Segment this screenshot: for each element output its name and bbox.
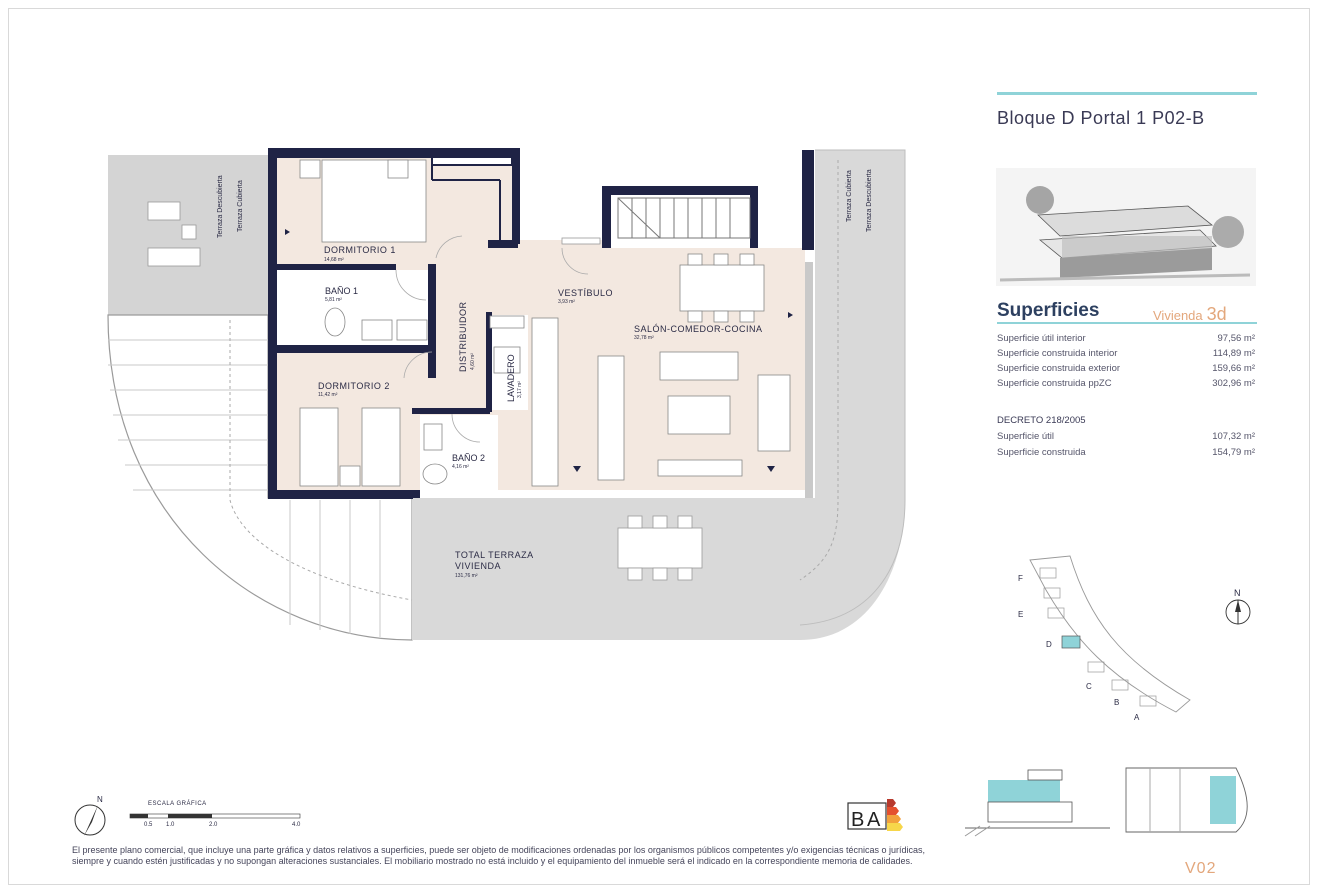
room-lavadero: LAVADERO <box>506 354 516 402</box>
page-frame <box>8 8 1310 885</box>
room-vestibulo: VESTÍBULO <box>558 288 613 298</box>
header-accent-line <box>997 92 1257 95</box>
site-key-plan <box>1029 555 1191 713</box>
surface-value: 97,56 m² <box>1217 333 1256 344</box>
key-block-b: B <box>1114 698 1119 707</box>
label-terraza-cubierta-right: Terraza Cubierta <box>846 170 853 222</box>
north-compass-right-icon <box>1225 599 1251 625</box>
surface-label: Superficie construida exterior <box>997 363 1121 374</box>
key-block-c: C <box>1086 682 1092 691</box>
decreto-value: 154,79 m² <box>1212 447 1255 458</box>
door-swings <box>395 235 589 443</box>
key-block-d: D <box>1046 640 1052 649</box>
scale-tick-3: 4.0 <box>292 822 301 828</box>
decreto-row: Superficie construida 154,79 m² <box>997 447 1255 458</box>
room-salon-area: 32,78 m² <box>634 335 654 341</box>
surface-row: Superficie útil interior 97,56 m² <box>997 333 1255 344</box>
stairs <box>617 197 751 239</box>
surface-label: Superficie construida ppZC <box>997 378 1112 389</box>
surface-value: 302,96 m² <box>1212 378 1255 389</box>
room-vestibulo-area: 3,93 m² <box>558 299 575 305</box>
room-dormitorio-2-area: 11,42 m² <box>318 392 338 398</box>
key-block-e: E <box>1018 610 1023 619</box>
scale-tick-2: 2.0 <box>209 822 218 828</box>
decreto-row: Superficie útil 107,32 m² <box>997 431 1255 442</box>
scale-bar <box>129 813 301 819</box>
room-bano-1-area: 5,81 m² <box>325 297 342 303</box>
energy-label-icon <box>847 799 903 831</box>
surface-value: 159,66 m² <box>1212 363 1255 374</box>
key-block-f: F <box>1018 574 1023 583</box>
room-distribuidor: DISTRIBUIDOR <box>458 301 468 372</box>
terrace-total-area: 131,76 m² <box>455 573 478 579</box>
room-bano-1: BAÑO 1 <box>325 286 358 296</box>
room-bano-2: BAÑO 2 <box>452 453 485 463</box>
surface-row: Superficie construida exterior 159,66 m² <box>997 363 1255 374</box>
north-label-right: N <box>1234 588 1241 598</box>
decreto-label: Superficie útil <box>997 431 1055 442</box>
room-lavadero-area: 3,17 m² <box>517 381 523 398</box>
superficies-heading: Superficies <box>997 300 1100 321</box>
terrace-table <box>617 527 703 569</box>
room-dormitorio-1: DORMITORIO 1 <box>324 245 396 255</box>
terrace-total-label-line2: VIVIENDA <box>455 561 501 571</box>
pergola-slats <box>108 339 381 637</box>
unit-title: Bloque D Portal 1 P02-B <box>997 108 1205 128</box>
vivienda-text: Vivienda <box>1153 308 1203 323</box>
north-compass-icon: N <box>74 795 106 836</box>
key-block-a: A <box>1134 713 1140 722</box>
vivienda-id: 3d <box>1206 304 1227 324</box>
room-salon-comedor-cocina: SALÓN-COMEDOR-COCINA <box>634 324 763 334</box>
scale-title: ESCALA GRÁFICA <box>148 800 207 807</box>
walls <box>268 148 814 499</box>
floor-location-diagram <box>1125 767 1248 833</box>
room-distribuidor-area: 4,60 m² <box>470 353 476 370</box>
sheet-id: V02 <box>1185 860 1217 877</box>
terrace-total-label-line1: TOTAL TERRAZA <box>455 550 534 560</box>
room-dormitorio-1-area: 14,68 m² <box>324 257 344 263</box>
terrace-curve <box>107 314 413 641</box>
section-diagram <box>964 769 1110 837</box>
decreto-heading: DECRETO 218/2005 <box>997 415 1086 426</box>
label-terraza-descubierta-right: Terraza Descubierta <box>866 169 873 232</box>
label-terraza-descubierta-left: Terraza Descubierta <box>217 175 224 238</box>
room-dormitorio-2: DORMITORIO 2 <box>318 381 390 391</box>
room-bano-2-area: 4,16 m² <box>452 464 469 470</box>
north-label-left: N <box>97 795 103 804</box>
surface-label: Superficie construida interior <box>997 348 1118 359</box>
scale-tick-0: 0.5 <box>144 822 153 828</box>
decreto-label: Superficie construida <box>997 447 1086 458</box>
label-terraza-cubierta-left: Terraza Cubierta <box>237 180 244 232</box>
terrace-bottom <box>412 150 905 640</box>
surface-row: Superficie construida ppZC 302,96 m² <box>997 378 1255 389</box>
furniture <box>299 159 791 487</box>
energy-class-left: B <box>851 809 864 831</box>
scale-tick-1: 1.0 <box>166 822 175 828</box>
superficies-accent-line <box>997 322 1257 324</box>
surface-value: 114,89 m² <box>1212 348 1255 359</box>
surface-label: Superficie útil interior <box>997 333 1086 344</box>
surface-row: Superficie construida interior 114,89 m² <box>997 348 1255 359</box>
legal-disclaimer: El presente plano comercial, que incluye… <box>72 845 925 866</box>
decreto-value: 107,32 m² <box>1212 431 1255 442</box>
building-illustration <box>996 168 1256 286</box>
energy-class-right: A <box>867 809 881 831</box>
